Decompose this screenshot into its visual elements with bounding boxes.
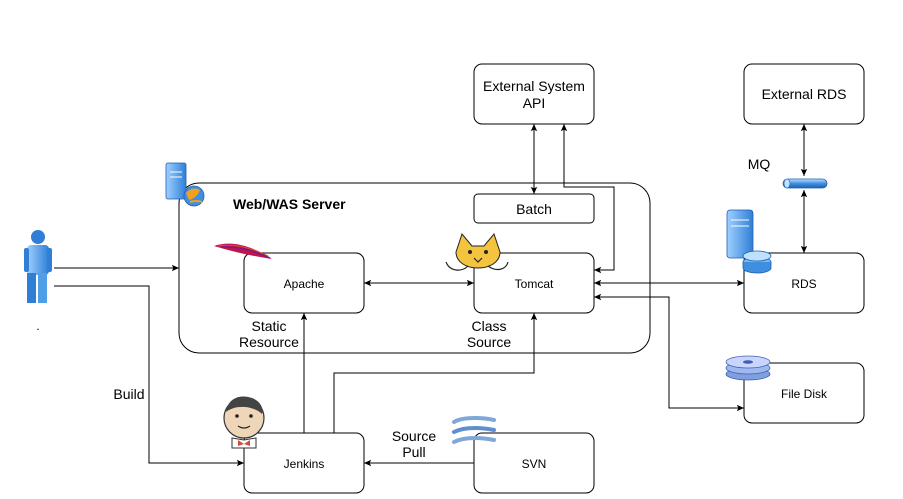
jenkins-node: Jenkins (243, 432, 365, 494)
web-was-server-label: Web/WAS Server (233, 196, 346, 212)
disk-icon (725, 355, 771, 381)
mq-label: MQ (748, 156, 771, 172)
static-resource-label-line2: Resource (239, 334, 299, 350)
rds-label: RDS (791, 277, 816, 291)
external-system-api-label-line2: API (523, 95, 546, 111)
external-system-api-label-line1: External System (483, 78, 585, 94)
apache-node: Apache (243, 252, 365, 314)
file-disk-node: File Disk (743, 362, 865, 424)
class-source-label-line2: Source (467, 334, 512, 350)
source-pull-label-line2: Pull (402, 444, 425, 460)
rds-node: RDS (743, 252, 865, 314)
batch-node: Batch (473, 193, 595, 224)
external-rds-node: External RDS (743, 63, 865, 125)
edge-tomcat-file-disk (594, 293, 744, 412)
batch-label: Batch (516, 201, 552, 217)
edge-tomcat-external-api (560, 123, 615, 274)
svn-label: SVN (522, 457, 547, 471)
svn-node: SVN (473, 432, 595, 494)
user-label: . (36, 319, 39, 333)
tomcat-label: Tomcat (515, 277, 554, 291)
build-label: Build (113, 386, 144, 402)
external-rds-label: External RDS (762, 86, 847, 102)
source-pull-label-line1: Source (392, 428, 437, 444)
jenkins-icon (223, 396, 265, 449)
file-disk-label: File Disk (781, 387, 828, 401)
message-queue-icon (782, 178, 828, 189)
database-server-icon (726, 209, 772, 274)
tomcat-icon (445, 232, 509, 271)
edge-user-jenkins (54, 285, 244, 467)
external-system-api-node: External System API (473, 63, 595, 125)
jenkins-label: Jenkins (284, 457, 325, 471)
static-resource-label-line1: Static (251, 318, 286, 334)
server-icon (165, 162, 205, 207)
apache-feather-icon (214, 243, 272, 259)
svn-icon (452, 416, 496, 444)
user-icon (24, 230, 52, 303)
apache-label: Apache (284, 277, 325, 291)
class-source-label-line1: Class (471, 318, 506, 334)
edge-jenkins-tomcat (333, 313, 538, 433)
